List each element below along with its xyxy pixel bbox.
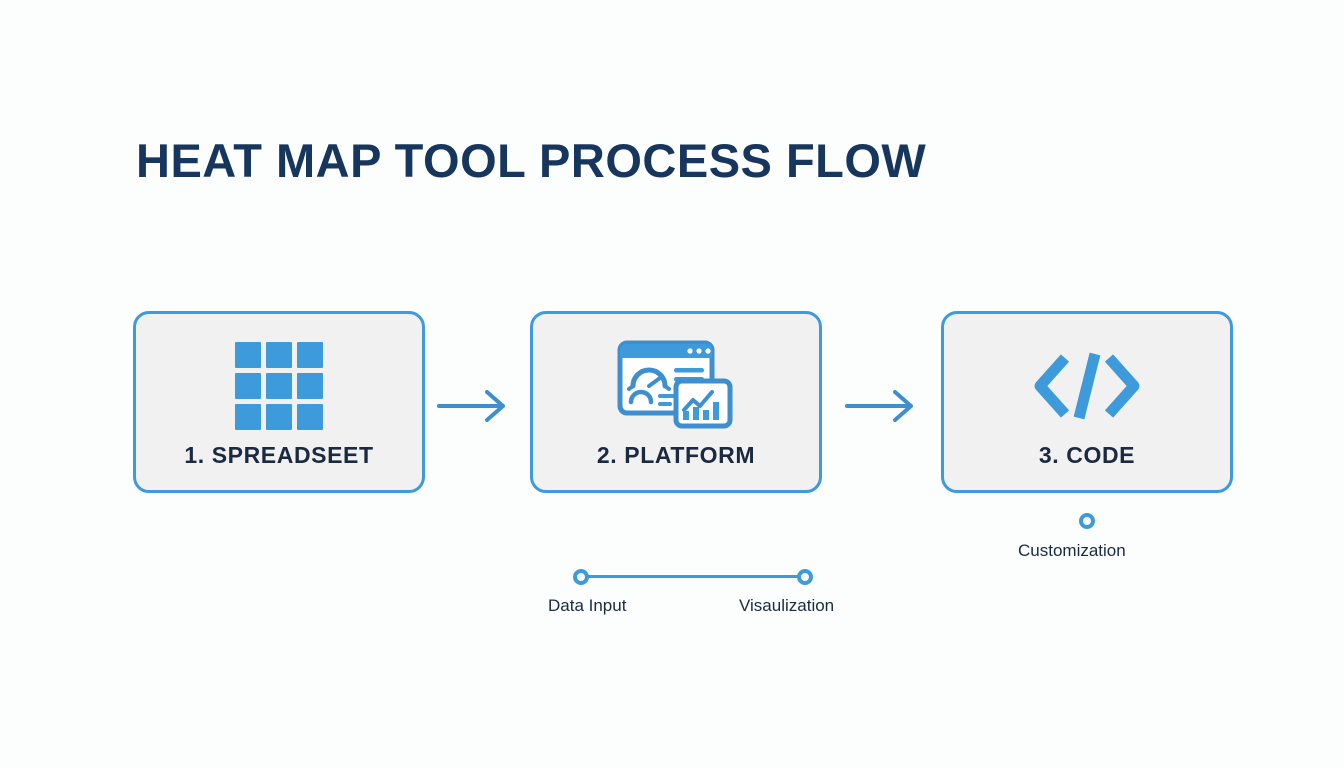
- grid-cell: [297, 404, 323, 430]
- ring-marker-icon-customization[interactable]: [1079, 513, 1095, 529]
- ring-marker-icon-visualization[interactable]: [797, 569, 813, 585]
- page-title: HEAT MAP TOOL PROCESS FLOW: [136, 134, 927, 187]
- grid-cell: [235, 404, 261, 430]
- arrow-right-icon: [437, 386, 515, 426]
- grid-cell: [235, 342, 261, 368]
- grid-cell: [266, 404, 292, 430]
- step-card-spreadsheet[interactable]: 1. SPREADSEET: [133, 311, 425, 493]
- grid-cell: [266, 373, 292, 399]
- code-brackets-icon: [1032, 336, 1142, 436]
- grid-cell: [297, 373, 323, 399]
- step-card-platform[interactable]: 2. PLATFORM: [530, 311, 822, 493]
- step-card-label: 2. PLATFORM: [596, 442, 756, 468]
- arrow-right-icon: [845, 386, 923, 426]
- grid-cell: [235, 373, 261, 399]
- step-card-label: 1. SPREADSEET: [184, 442, 374, 468]
- marker-label-customization: Customization: [1018, 541, 1126, 560]
- marker-label-visualization: Visaulization: [739, 596, 835, 615]
- ring-marker-icon-data-input[interactable]: [573, 569, 589, 585]
- grid-3x3-icon: [235, 336, 323, 436]
- timeline-connector-line: [588, 575, 799, 578]
- step-card-code[interactable]: 3. CODE: [941, 311, 1233, 493]
- grid-cell: [297, 342, 323, 368]
- grid-cell: [266, 342, 292, 368]
- dashboard-analytics-icon: [614, 336, 738, 436]
- marker-label-data-input: Data Input: [548, 596, 627, 615]
- step-card-label: 3. CODE: [1038, 442, 1136, 468]
